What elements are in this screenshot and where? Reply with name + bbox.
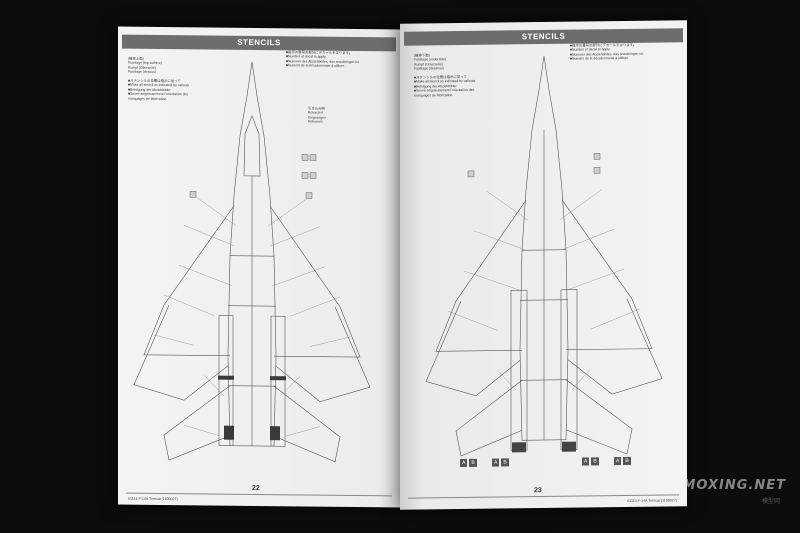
instruction-page-left: STENCILS (機体上面) Fuselage (top surface) R…	[118, 26, 400, 508]
page-number: 23	[534, 487, 542, 495]
product-code: 61114 F-14A Tomcat (1100027)	[627, 498, 677, 503]
aircraft-underside-drawing	[425, 55, 663, 457]
decal-a-box: A	[460, 458, 468, 468]
ab-decal-group: A B	[614, 456, 631, 466]
product-code: 61114 F-14A Tomcat (1100027)	[128, 496, 178, 502]
stencils-banner: STENCILS	[122, 34, 396, 52]
instruction-page-right: STENCILS (機体下面) Fuselage (underside) Rum…	[400, 20, 687, 510]
page-number: 22	[252, 484, 260, 493]
decal-a-box: A	[614, 457, 622, 466]
ab-decal-group: A B	[460, 458, 477, 468]
decal-b-box: B	[501, 458, 509, 467]
decal-a-box: A	[582, 457, 590, 466]
decal-b-box: B	[623, 456, 631, 466]
aircraft-top-view-drawing	[133, 61, 371, 463]
decal-b-box: B	[469, 458, 477, 467]
decal-b-box: B	[591, 457, 599, 466]
ab-decal-group: A B	[582, 457, 599, 466]
watermark: MOXING.NET	[682, 478, 786, 493]
watermark-sub: 模型网	[761, 499, 780, 505]
decal-a-box: A	[492, 458, 500, 467]
footer-rule	[126, 492, 392, 497]
ab-decal-group: A B	[492, 458, 509, 467]
